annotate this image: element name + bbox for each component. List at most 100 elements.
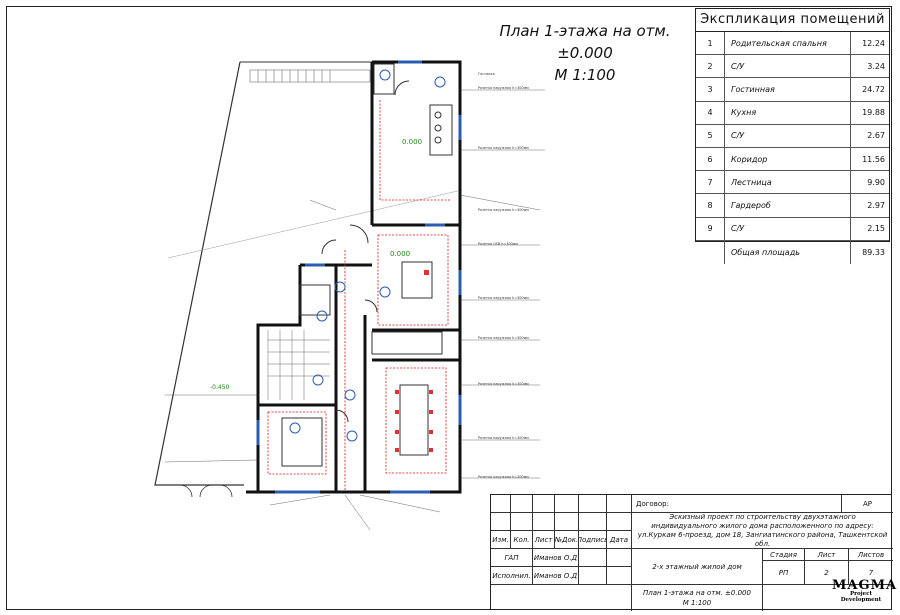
- grid-cell: [491, 585, 632, 611]
- room-name: С/У: [725, 217, 851, 240]
- column-header: Изм.: [491, 531, 511, 549]
- grid-cell: [511, 495, 533, 513]
- room-number: 6: [696, 147, 725, 171]
- project-description: Эскизный проект по строительству двухэта…: [632, 513, 893, 549]
- grid-cell: [555, 513, 579, 531]
- level-mark-upper: 0.000: [402, 138, 423, 146]
- role-cell-1: ГАП: [491, 549, 533, 567]
- callout: Розетка наружная h=300мм: [478, 296, 529, 300]
- room-area: 89.33: [862, 247, 885, 257]
- grid-cell: [491, 513, 511, 531]
- room-name: Кухня: [725, 101, 851, 124]
- sheets-label: Листов: [849, 549, 893, 561]
- logo-main: MAGMA: [832, 578, 898, 593]
- sheets-value: 7: [849, 561, 893, 585]
- plan-title: План 1-этажа на отм. ±0.000 М 1:100: [470, 20, 700, 86]
- plan-scale: М 1:100: [554, 66, 616, 84]
- contract-label: Договор:: [632, 495, 842, 513]
- explication-title: Экспликация помещений: [696, 9, 889, 32]
- room-area: 11.56: [862, 154, 885, 164]
- stage-value: РП: [763, 561, 805, 585]
- role-cell-2: Исполнил.: [491, 567, 533, 585]
- grid-cell: [533, 495, 555, 513]
- column-header: Дата: [607, 531, 632, 549]
- room-name: Родительская спальня: [725, 32, 851, 55]
- callout: Розетка наружная h=300мм: [478, 208, 529, 212]
- room-number: [696, 240, 725, 264]
- grid-cell: [607, 567, 632, 585]
- room-area: 12.24: [862, 38, 885, 48]
- drawing-title: План 1-этажа на отм. ±0.000: [643, 589, 751, 597]
- callout: Розетка наружная h=300мм: [478, 146, 529, 150]
- room-number: 3: [696, 78, 725, 101]
- grid-cell: [607, 513, 632, 531]
- grid-cell: [555, 495, 579, 513]
- callout: Розетка наружная h=300мм: [478, 336, 529, 340]
- name-cell-1: Иманов О.Д: [533, 549, 579, 567]
- room-area: 2.15: [867, 224, 885, 234]
- grid-cell: [579, 495, 607, 513]
- plan-title-line1: План 1-этажа на отм. ±0.000: [499, 22, 671, 62]
- room-number: 7: [696, 171, 725, 194]
- column-header: Подпись: [579, 531, 607, 549]
- room-name: Гостинная: [725, 78, 851, 101]
- room-number: 8: [696, 194, 725, 217]
- callout: Розетка наружная h=300мм: [478, 436, 529, 440]
- callout: Розетка USB h=300мм: [478, 242, 518, 246]
- drawing-scale: М 1:100: [682, 599, 712, 607]
- room-area: 3.24: [867, 61, 885, 71]
- room-name: Лестница: [725, 171, 851, 194]
- name-cell-2: Иманов О.Д: [533, 567, 579, 585]
- room-area: 2.67: [867, 131, 885, 141]
- level-mark-lower: -0.450: [210, 384, 230, 391]
- room-number: 5: [696, 124, 725, 147]
- room-area: 19.88: [862, 108, 885, 118]
- title-block: Договор: АР Эскизный проект по строитель…: [490, 494, 893, 611]
- room-name: Коридор: [725, 147, 851, 171]
- callout: Розетка наружная h=300мм: [478, 475, 529, 479]
- sheet-frame: [6, 6, 892, 610]
- room-number: 1: [696, 32, 725, 55]
- grid-cell: [607, 549, 632, 567]
- column-header: Кол.: [511, 531, 533, 549]
- room-number: 2: [696, 55, 725, 78]
- callout: Гостиная: [478, 72, 495, 76]
- column-header: Лист: [533, 531, 555, 549]
- stage-label: Стадия: [763, 549, 805, 561]
- company-logo: MAGMA Project Development: [832, 578, 898, 608]
- sheet-label: Лист: [805, 549, 849, 561]
- column-header: №Док.: [555, 531, 579, 549]
- room-name: Гардероб: [725, 194, 851, 217]
- callout: Розетка наружная h=300мм: [478, 86, 529, 90]
- grid-cell: [579, 513, 607, 531]
- room-name: С/У: [725, 55, 851, 78]
- drawing-title-cell: План 1-этажа на отм. ±0.000 М 1:100: [632, 585, 763, 611]
- grid-cell: [511, 513, 533, 531]
- room-area: 2.97: [867, 200, 885, 210]
- callout: Розетка наружная h=300мм: [478, 382, 529, 386]
- room-number: 9: [696, 217, 725, 240]
- room-area: 24.72: [862, 84, 885, 94]
- grid-cell: [533, 513, 555, 531]
- building-name: 2-х этажный жилой дом: [632, 549, 763, 585]
- room-area: 9.90: [867, 177, 885, 187]
- drawing-code: АР: [842, 495, 893, 513]
- grid-cell: [579, 549, 607, 567]
- level-mark-mid: 0.000: [390, 250, 411, 258]
- logo-sub: Project Development: [840, 591, 882, 603]
- sheet-value: 2: [805, 561, 849, 585]
- room-name: С/У: [725, 124, 851, 147]
